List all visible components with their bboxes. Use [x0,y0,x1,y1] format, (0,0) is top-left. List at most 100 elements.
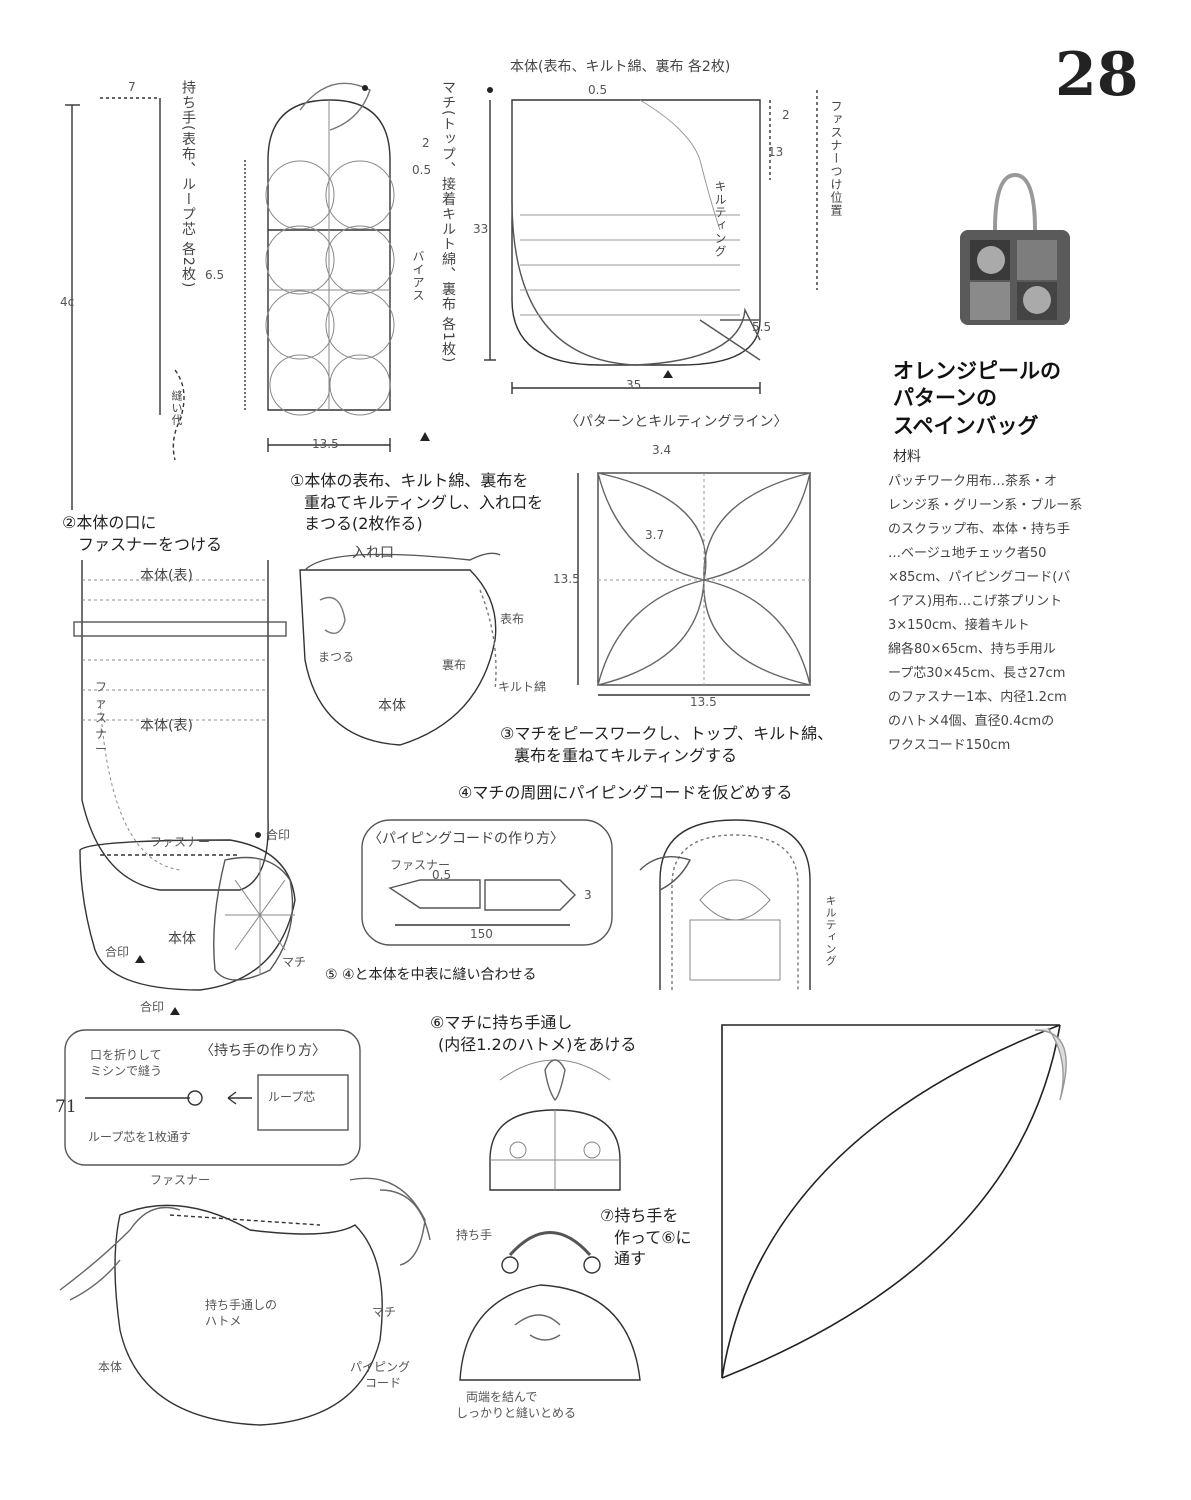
label-body-front: 本体(表) [140,568,193,584]
material-line: …ベージュ地チェック者50 [888,546,1047,561]
zipper-vertical-label: ファスナーつけ位置 [829,100,843,217]
material-line: レンジ系・グリーン系・ブルー系 [888,498,1083,513]
label-back-cloth: 裏布 [442,658,467,672]
piping-cord-2: コード [365,1376,402,1390]
label-fastener-2: ファスナー [150,835,211,849]
step-1-line: 重ねてキルティングし、入れ口を [304,492,544,512]
dim-13: 13 [768,145,784,159]
piping-vertical-label: キルティング [824,895,837,967]
body-header: 本体(表布、キルト綿、裏布 各2枚) [510,59,731,75]
step-4: ④マチの周囲にパイピングコードを仮どめする [458,783,793,802]
label-mark-dot-3: 合印 [140,1000,165,1014]
material-line: 3×150cm、接着キルト [888,618,1030,633]
dim-3-4: 3.4 [652,443,672,457]
fold-note-1: 口を折りして [90,1048,162,1062]
material-line: パッチワーク用布…茶系・オ [888,474,1058,489]
step-1-line: ①本体の表布、キルト綿、裏布を [290,471,529,490]
material-line: のハトメ4個、直径0.4cmの [888,714,1055,729]
dim-4c: 4c [60,295,75,309]
project-title: オレンジピールの パターンの スペインバッグ [893,358,1061,440]
step-7-line: ⑦持ち手を [600,1206,679,1225]
label-quilt-batt: キルト綿 [498,680,547,694]
title-line-1: オレンジピールの [893,359,1061,383]
knot-note-1: 両端を結んで [466,1390,538,1404]
step-7-line: 作って⑥に [614,1227,692,1247]
label-body-step1: 本体 [378,698,406,714]
step-2-line: ②本体の口に [62,513,157,532]
dim-35: 35 [626,378,642,392]
dim-13-5-bottom: 13.5 [690,695,717,709]
hatome-label-2: ハトメ [205,1314,242,1328]
label-body-bag: 本体 [98,1360,123,1374]
material-line: のファスナー1本、内径1.2cm [888,690,1067,705]
label-mark-dot: 合印 [266,828,291,842]
loop-label: ループ芯 [268,1090,316,1104]
loop-note: ループ芯を1枚通す [88,1130,191,1144]
step-3-line: 裏布を重ねてキルティングする [514,745,738,765]
dim-3-7: 3.7 [645,528,665,542]
step-1: ①本体の表布、キルト綿、裏布を 重ねてキルティングし、入れ口を まつる(2枚作る… [290,470,543,535]
label-mark-dot-2: 合印 [105,945,130,959]
material-line: イアス)用布…こげ茶プリント [888,594,1063,609]
materials-list: パッチワーク用布…茶系・オ レンジ系・グリーン系・ブルー系 のスクラップ布、本体… [888,470,1103,758]
title-line-3: スペインバッグ [893,413,1039,438]
dim-13-5-side: 13.5 [553,572,580,586]
fold-note-2: ミシンで縫う [90,1064,163,1078]
step-2: ②本体の口に ファスナーをつける [62,512,222,555]
hatome-label-1: 持ち手通しの [205,1298,278,1312]
step-3-line: ③マチをピースワークし、トップ、キルト綿、 [500,724,834,743]
handle-method-heading: 〈持ち手の作り方〉 [200,1043,326,1059]
dim-6-5: 6.5 [205,268,225,282]
label-dim-150: 150 [470,927,493,941]
label-gusset: マチ [282,955,307,969]
gusset-vertical-label: マチ(トップ、接着キルト綿、裏布 各1枚) [440,80,456,364]
label-fastener-piping: ファスナー [390,858,451,872]
step-5: ⑤ ④と本体を中表に縫い合わせる [325,967,537,983]
dim-2-handle: 2 [422,136,430,150]
dim-33: 33 [473,222,489,236]
dim-5-5: 5.5 [752,320,772,334]
step-7-line: 通す [614,1249,647,1269]
material-line: のスクラップ布、本体・持ち手 [888,522,1071,537]
dim-0-5-body: 0.5 [588,83,608,97]
handle-label: 持ち手 [456,1228,493,1242]
material-line: ×85cm、パイピングコード(バ [888,570,1071,585]
label-entrance: 入れ口 [352,545,394,561]
material-line: 綿各80×65cm、持ち手用ル [888,642,1056,657]
label-fastener-3: ファスナー [150,1173,211,1187]
dim-0-5-handle: 0.5 [412,163,432,177]
material-line: ープ芯30×45cm、長さ27cm [888,666,1066,681]
label-body-step5: 本体 [168,931,196,947]
label-gusset-2: マチ [372,1305,397,1319]
dim-13-5-handle: 13.5 [312,437,339,451]
step-1-line: まつる(2枚作る) [304,514,423,534]
pattern-heading: 〈パターンとキルティングライン〉 [565,414,788,430]
knot-note-2: しっかりと縫いとめる [456,1406,577,1420]
bag-photo [955,170,1075,330]
label-body-front-2: 本体(表) [140,718,193,734]
bias-vertical-label: バイアス [411,250,425,302]
step-7: ⑦持ち手を 作って⑥に 通す [600,1205,692,1270]
dim-7: 7 [128,80,136,94]
title-line-2: パターンの [893,386,997,411]
step-2-line: ファスナーをつける [78,534,223,554]
step-6: ⑥マチに持ち手通し (内径1.2のハトメ)をあける [430,1012,636,1055]
step-6-line: (内径1.2のハトメ)をあける [438,1034,637,1054]
handle-vertical-label: 持ち手(表布、ループ芯 各2枚) [180,80,196,289]
material-line: ワクスコード150cm [888,738,1011,753]
materials-heading: 材料 [893,449,921,465]
label-dim-0-5c: 0.5 [432,868,452,882]
quilting-vertical-label: キルティング [713,180,727,258]
page-number: 71 [55,1097,77,1117]
step-6-line: ⑥マチに持ち手通し [430,1013,573,1032]
label-dim-3: 3 [584,888,592,902]
step-3: ③マチをピースワークし、トップ、キルト綿、 裏布を重ねてキルティングする [500,723,833,766]
label-fastener: ファスナー [95,680,108,757]
label-front-cloth: 表布 [500,612,525,626]
project-number: 28 [1055,40,1139,110]
piping-cord-1: パイピング [350,1360,411,1374]
seam-vertical-label: 縫い代 [170,390,183,426]
piping-heading: 〈パイピングコードの作り方〉 [368,831,564,847]
label-whip: まつる [318,650,355,664]
